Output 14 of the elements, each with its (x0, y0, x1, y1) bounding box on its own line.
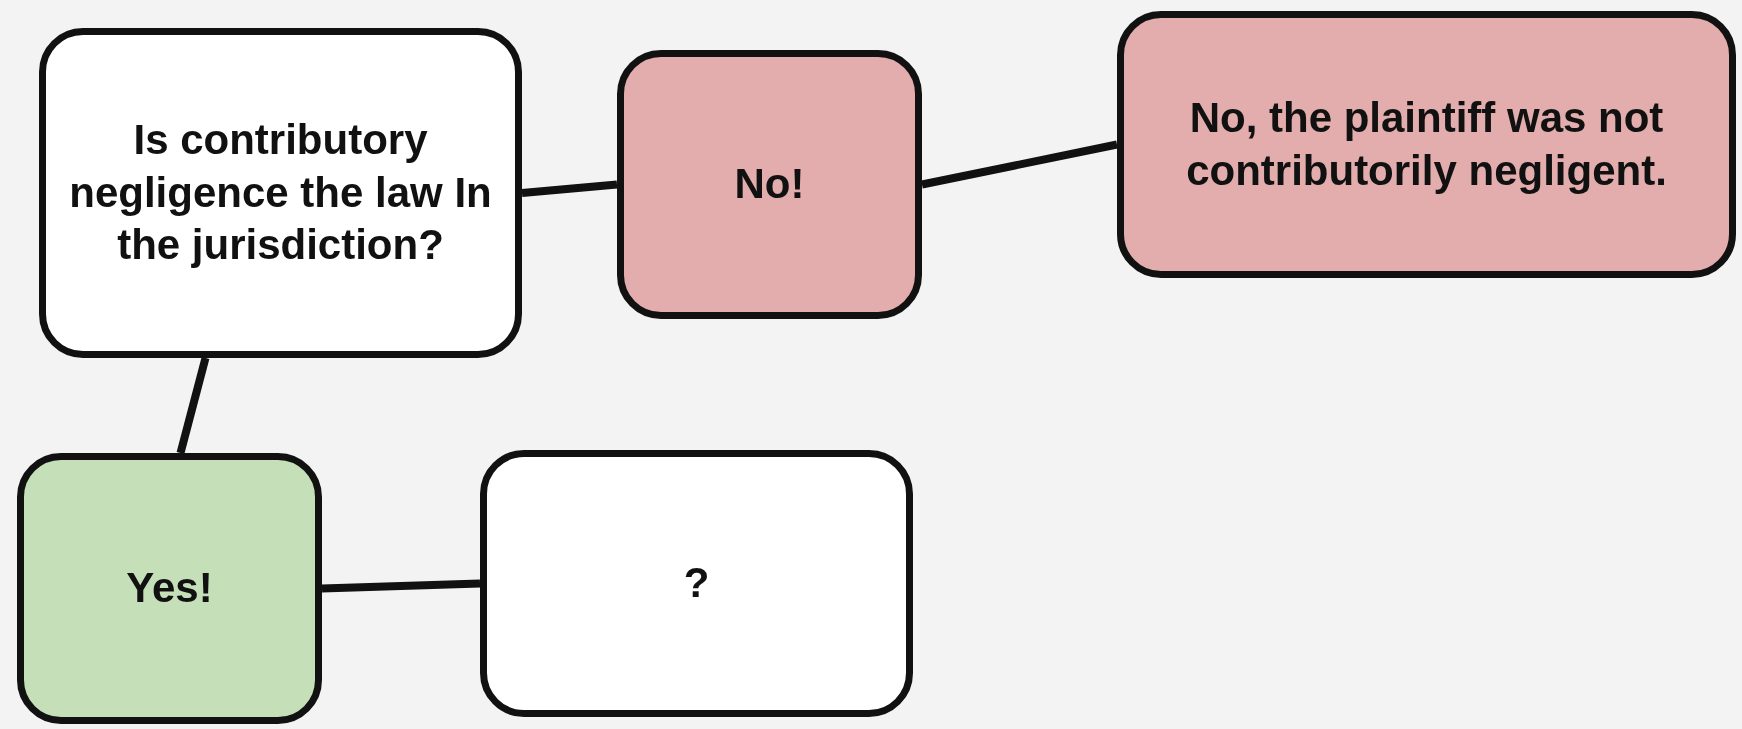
connector-line (321, 579, 481, 593)
answer-box (617, 50, 922, 319)
decision-box (39, 28, 522, 358)
connector-line (176, 356, 210, 455)
box-text: Yes! (126, 563, 213, 614)
box-text: Is contributory negligence the law In the jurisdiction? (68, 115, 493, 271)
connector-line (521, 180, 618, 197)
connector-line (921, 140, 1118, 189)
outcome-box (480, 450, 913, 717)
answer-box (17, 453, 322, 724)
box-text: No! (734, 159, 805, 210)
box-text: No, the plaintiff was not contributorily negligent. (1185, 93, 1668, 196)
box-text: ? (683, 558, 710, 609)
outcome-box (1117, 11, 1736, 278)
